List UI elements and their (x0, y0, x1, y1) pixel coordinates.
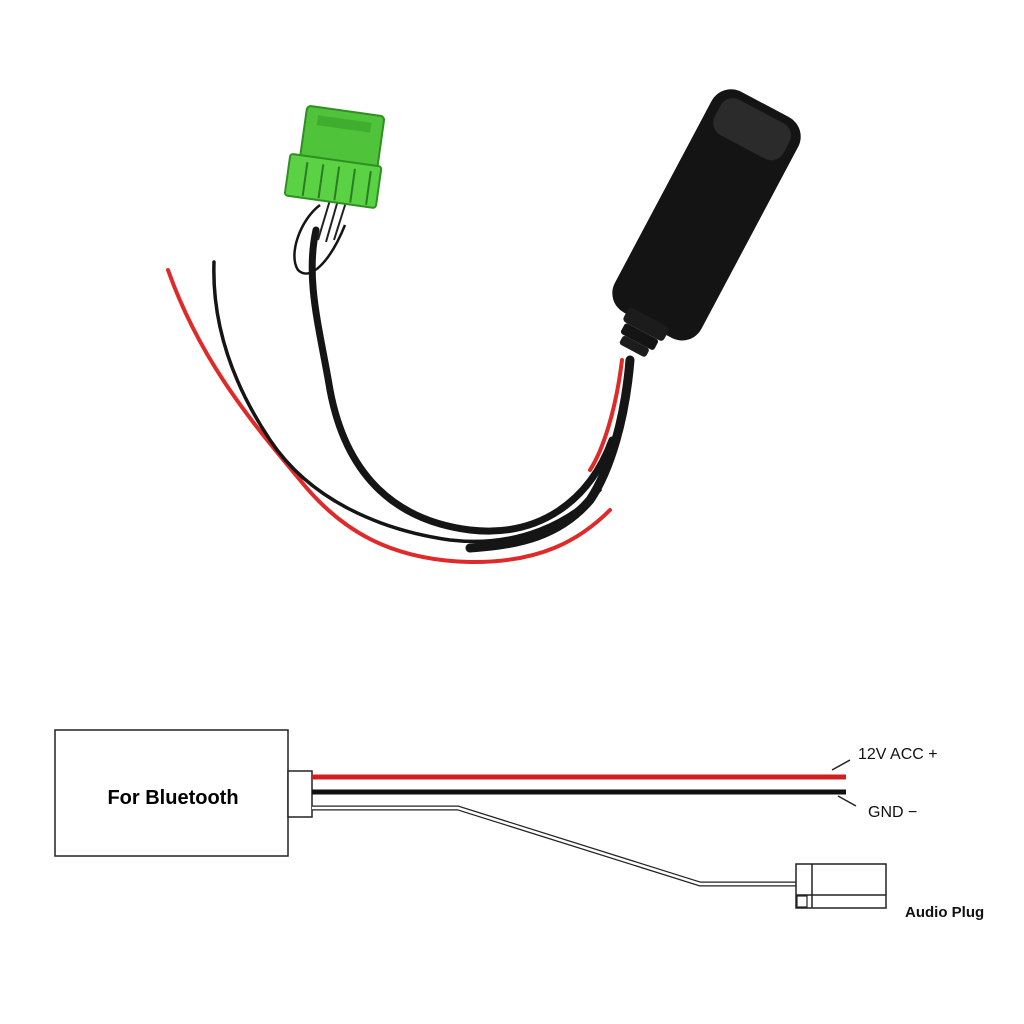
bluetooth-module (612, 89, 801, 357)
black-label-leader (837, 795, 857, 807)
wiring-diagram: For Bluetooth 12V ACC + GND − Audio Plug (54, 729, 984, 921)
connector-wires (317, 199, 347, 243)
connector-cable (308, 226, 616, 535)
bluetooth-module-box (54, 729, 289, 857)
loose-black-wire (212, 260, 602, 544)
loose-red-wire (166, 268, 612, 565)
module-cable-red (588, 358, 624, 472)
audio-plug (795, 863, 887, 909)
acc-wire-label: 12V ACC + (858, 746, 938, 763)
module-cable-bundle (465, 355, 635, 553)
connector-wire-loop (293, 204, 347, 275)
audio-plug-label: Audio Plug (905, 904, 984, 921)
gnd-wire-label: GND − (868, 804, 917, 821)
module-label: For Bluetooth (107, 787, 238, 809)
red-label-leader (831, 759, 851, 771)
green-connector (283, 105, 386, 209)
module-port (287, 770, 313, 818)
audio-cable (312, 805, 798, 887)
product-photo (166, 89, 801, 565)
